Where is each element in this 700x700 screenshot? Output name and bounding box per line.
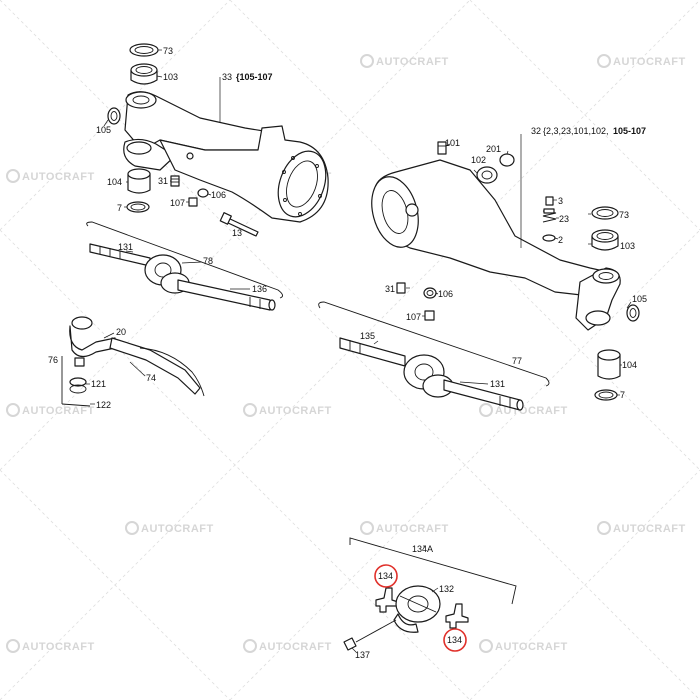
watermark: AUTOCRAFT	[243, 639, 332, 653]
svg-text:AUTOCRAFT: AUTOCRAFT	[259, 641, 332, 653]
right-axle-leaders	[406, 134, 632, 396]
left-shaft-leaders	[125, 250, 250, 290]
label-103: 103	[163, 72, 178, 82]
right-axle-housing	[371, 141, 640, 401]
label-134a: 134A	[412, 544, 433, 554]
right-shaft-leaders	[373, 340, 489, 385]
label-housing-ref-right: {2,3,23,101,102,	[543, 126, 609, 136]
right-drive-shaft	[318, 301, 550, 411]
label-201: 201	[486, 144, 501, 154]
label-74: 74	[146, 373, 156, 383]
tie-rod-leaders	[86, 332, 146, 405]
label-31: 31	[158, 176, 168, 186]
watermark: AUTOCRAFT	[479, 403, 567, 417]
label-2: 2	[558, 235, 563, 245]
highlight-circle-134-top	[374, 564, 398, 588]
svg-text:AUTOCRAFT: AUTOCRAFT	[141, 523, 214, 535]
label-131-right: 131	[490, 379, 505, 389]
label-104: 104	[107, 177, 122, 187]
label-122: 122	[96, 400, 111, 410]
svg-text:AUTOCRAFT: AUTOCRAFT	[376, 523, 449, 535]
right-axle-labels: 101 102 201 32 {2,3,23,101,102, 105-107 …	[385, 126, 647, 400]
label-105: 105	[96, 125, 111, 135]
svg-text:AUTOCRAFT: AUTOCRAFT	[22, 171, 95, 183]
joint-kit-leaders	[351, 545, 439, 653]
tie-rod-labels: 20 76 74 121 122	[48, 327, 156, 410]
label-131: 131	[118, 242, 133, 252]
left-axle-labels: 73 103 33 {105-107 105 104 7 31 107 106 …	[96, 46, 273, 238]
label-7-right: 7	[620, 390, 625, 400]
joint-kit-134a	[343, 537, 517, 651]
label-103-right: 103	[620, 241, 635, 251]
label-137: 137	[355, 650, 370, 660]
label-7: 7	[117, 203, 122, 213]
label-136: 136	[252, 284, 267, 294]
label-134-bottom: 134	[447, 635, 462, 645]
left-axle-housing	[107, 43, 329, 237]
label-107-right: 107	[406, 312, 421, 322]
label-134-top: 134	[378, 571, 393, 581]
label-33: 33	[222, 72, 232, 82]
label-housing-ref-right-bold: 105-107	[613, 126, 646, 136]
label-106-right: 106	[438, 289, 453, 299]
label-105-right: 105	[632, 294, 647, 304]
label-107: 107	[170, 198, 185, 208]
svg-text:AUTOCRAFT: AUTOCRAFT	[376, 56, 449, 68]
left-drive-shaft	[86, 221, 283, 311]
watermark: AUTOCRAFT	[6, 639, 95, 653]
label-101: 101	[445, 138, 460, 148]
watermark: AUTOCRAFT	[360, 54, 449, 68]
label-102: 102	[471, 155, 486, 165]
label-13: 13	[232, 228, 242, 238]
svg-text:AUTOCRAFT: AUTOCRAFT	[22, 641, 95, 653]
svg-text:AUTOCRAFT: AUTOCRAFT	[613, 56, 686, 68]
svg-text:AUTOCRAFT: AUTOCRAFT	[22, 405, 95, 417]
watermark: AUTOCRAFT	[243, 403, 332, 417]
label-31-right: 31	[385, 284, 395, 294]
left-axle-leaders	[103, 49, 221, 208]
label-135: 135	[360, 331, 375, 341]
svg-text:AUTOCRAFT: AUTOCRAFT	[495, 641, 568, 653]
svg-text:AUTOCRAFT: AUTOCRAFT	[613, 523, 686, 535]
label-73: 73	[163, 46, 173, 56]
highlight-circle-134-bottom	[443, 628, 467, 652]
label-121: 121	[91, 379, 106, 389]
watermark: AUTOCRAFT	[597, 54, 686, 68]
label-106: 106	[211, 190, 226, 200]
watermark: AUTOCRAFT	[597, 521, 686, 535]
label-73-right: 73	[619, 210, 629, 220]
label-32: 32	[531, 126, 541, 136]
label-3: 3	[558, 196, 563, 206]
label-housing-ref: {105-107	[236, 72, 273, 82]
label-23: 23	[559, 214, 569, 224]
label-104-right: 104	[622, 360, 637, 370]
watermark: AUTOCRAFT	[6, 169, 95, 183]
joint-kit-labels: 134A 132 137 134 134	[355, 544, 467, 660]
left-shaft-labels: 131 78 136	[118, 242, 267, 294]
watermark: AUTOCRAFT	[479, 639, 568, 653]
label-132: 132	[439, 584, 454, 594]
svg-text:AUTOCRAFT: AUTOCRAFT	[259, 405, 332, 417]
label-77: 77	[512, 356, 522, 366]
watermark: AUTOCRAFT	[360, 521, 449, 535]
right-shaft-labels: 135 77 131	[360, 331, 522, 389]
label-20: 20	[116, 327, 126, 337]
watermark: AUTOCRAFT	[125, 521, 214, 535]
watermark: AUTOCRAFT	[6, 403, 95, 417]
label-76: 76	[48, 355, 58, 365]
watermark-group: AUTOCRAFT AUTOCRAFT AUTOCRAFT AUTOCRAFT …	[6, 54, 686, 653]
label-78: 78	[203, 256, 213, 266]
tie-rod	[61, 316, 205, 407]
